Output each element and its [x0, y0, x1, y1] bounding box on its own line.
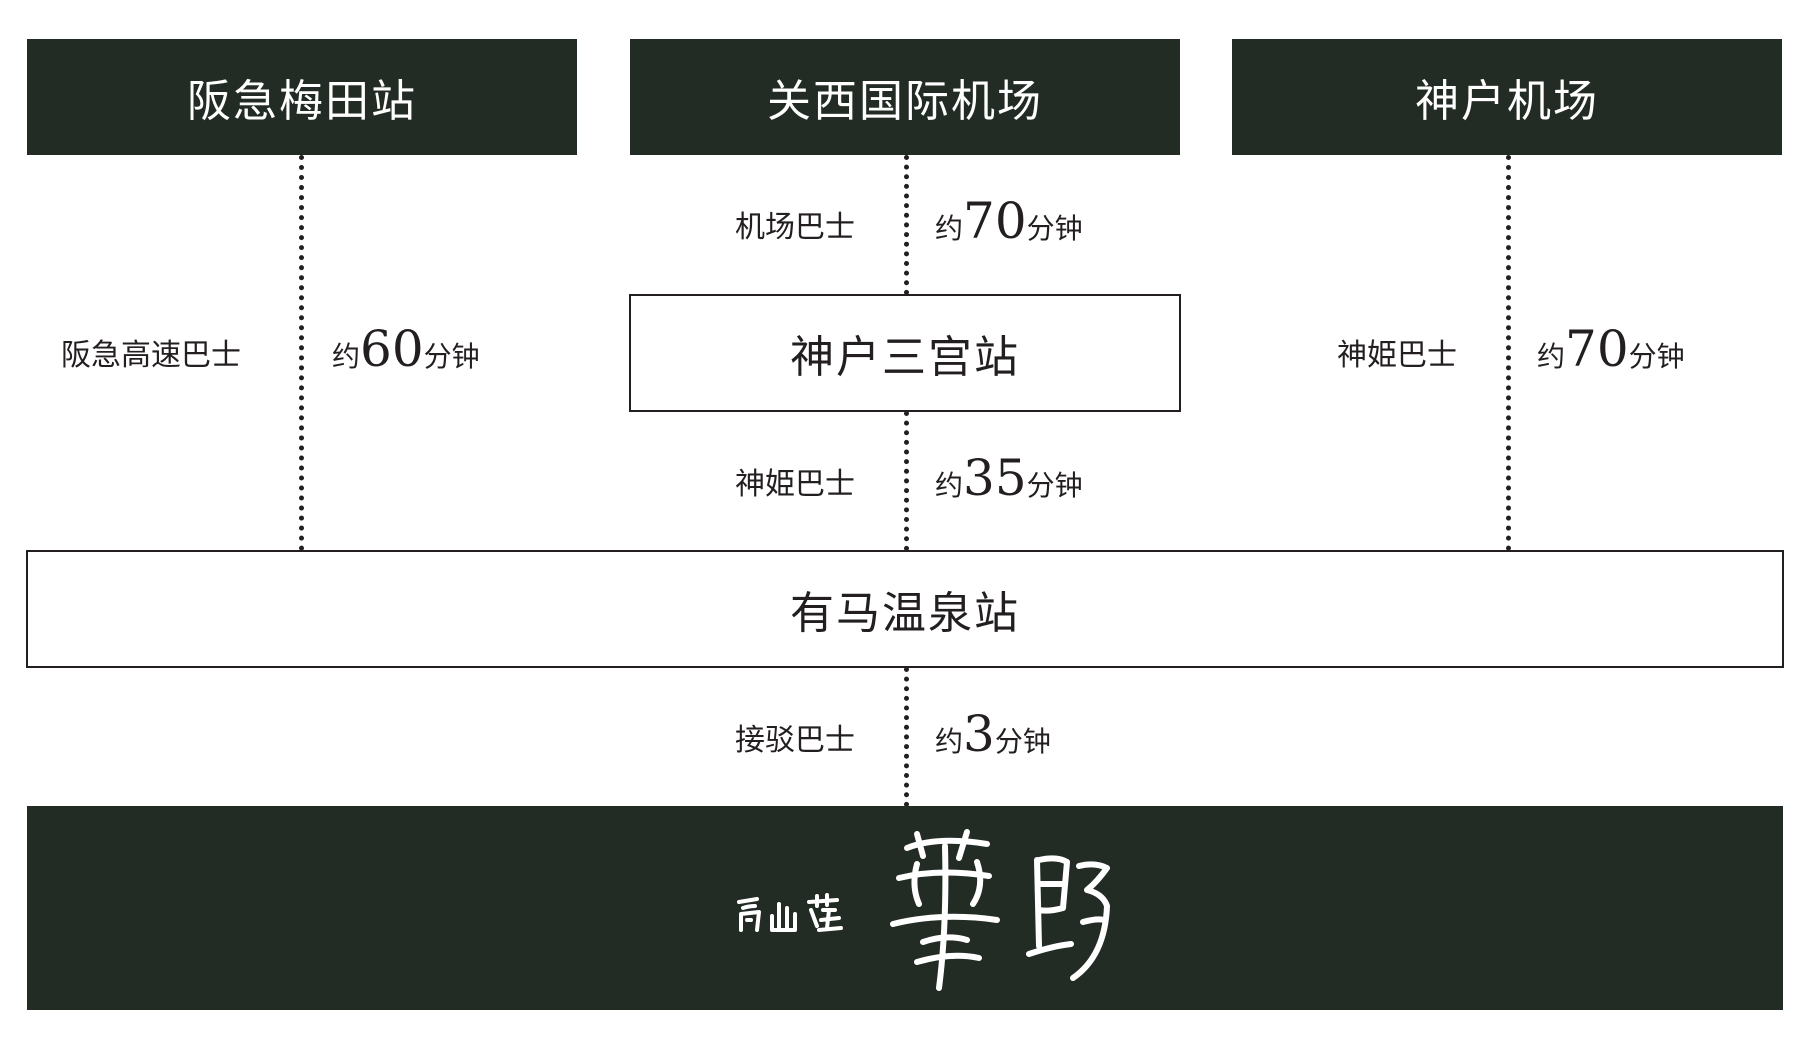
route-left-minutes: 60: [360, 320, 424, 378]
hotel-logo: [737, 829, 1110, 991]
connector-bottom: [904, 667, 909, 807]
route-bottom-minutes: 3: [963, 705, 995, 763]
route-center-mid-duration: 约35分钟: [935, 449, 1083, 507]
route-center-mid-prefix: 约: [935, 469, 964, 502]
route-center-top-name: 机场巴士: [735, 210, 855, 245]
station-hankyu-umeda: 阪急梅田站: [27, 39, 577, 155]
route-right-prefix: 约: [1537, 340, 1566, 373]
route-center-top-unit: 分钟: [1026, 212, 1083, 245]
route-center-top-minutes: 70: [963, 192, 1027, 250]
route-right-unit: 分钟: [1628, 340, 1685, 373]
route-left-prefix: 约: [332, 340, 361, 373]
route-bottom-prefix: 约: [935, 725, 964, 758]
route-right-minutes: 70: [1565, 320, 1629, 378]
connector-center-top: [904, 155, 909, 295]
station-kansai-airport-label: 关西国际机场: [767, 76, 1043, 127]
connector-right: [1506, 155, 1511, 551]
route-right-duration: 约70分钟: [1537, 320, 1685, 378]
station-kobe-sannomiya-label: 神户三宫站: [790, 332, 1020, 383]
route-bottom-duration: 约3分钟: [935, 705, 1051, 763]
route-center-mid-minutes: 35: [963, 449, 1027, 507]
destination-hotel-box: [27, 806, 1783, 1010]
route-left-unit: 分钟: [423, 340, 480, 373]
route-bottom-name: 接驳巴士: [735, 723, 855, 758]
station-arima-onsen: 有马温泉站: [26, 550, 1784, 668]
route-center-mid-unit: 分钟: [1026, 469, 1083, 502]
route-right-name: 神姫巴士: [1337, 338, 1457, 373]
station-kansai-airport: 关西国际机场: [630, 39, 1180, 155]
station-arima-onsen-label: 有马温泉站: [790, 588, 1020, 639]
station-hankyu-umeda-label: 阪急梅田站: [187, 76, 417, 127]
route-left-name: 阪急高速巴士: [61, 338, 241, 373]
station-kobe-airport: 神户机场: [1232, 39, 1782, 155]
connector-left: [299, 155, 304, 551]
connector-center-mid: [904, 411, 909, 551]
station-kobe-airport-label: 神户机场: [1415, 76, 1599, 127]
route-center-top-prefix: 约: [935, 212, 964, 245]
route-center-mid-name: 神姫巴士: [735, 467, 855, 502]
logo-small-calligraphy: [737, 893, 843, 932]
route-bottom-unit: 分钟: [994, 725, 1051, 758]
station-kobe-sannomiya: 神户三宫站: [629, 294, 1181, 412]
logo-large-calligraphy: [890, 829, 1110, 991]
route-left-duration: 约60分钟: [332, 320, 480, 378]
route-center-top-duration: 约70分钟: [935, 192, 1083, 250]
